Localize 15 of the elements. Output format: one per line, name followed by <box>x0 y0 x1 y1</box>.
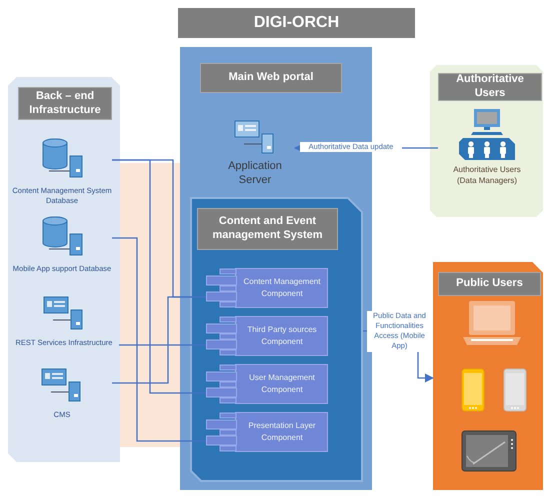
connector-line <box>119 344 206 346</box>
component-label: User Management Component <box>248 372 316 396</box>
connector-line <box>112 159 206 394</box>
component-label: Content Management Component <box>242 276 322 300</box>
panel-heading: Main Web portal <box>200 63 342 93</box>
panel-heading: Authoritative Users <box>438 73 542 101</box>
panel-heading: Content and Event management System <box>197 208 338 250</box>
connector-line <box>112 237 206 442</box>
panel-heading: Back – end Infrastructure <box>18 87 112 120</box>
diagram-title: DIGI-ORCH <box>178 8 415 38</box>
users-label: Authoritative Users (Data Managers) <box>452 164 522 186</box>
server-label: Application Server <box>227 160 283 188</box>
panel-heading: Public Users <box>438 272 541 296</box>
component-label: Third Party sources Component <box>246 324 318 348</box>
component-label: Presentation Layer Component <box>247 420 317 444</box>
